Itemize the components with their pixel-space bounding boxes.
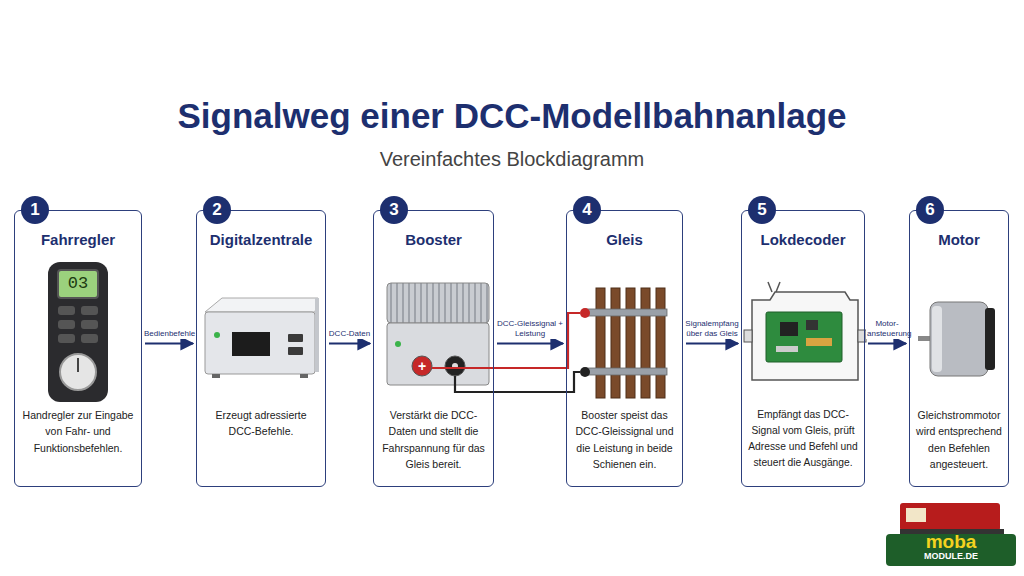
- terminal-sign: +: [414, 357, 430, 375]
- handset-illustration: [48, 262, 108, 402]
- box-description: Gleichstrommotor wird entsprechend den B…: [916, 407, 1002, 472]
- flow-arrow: [686, 343, 738, 345]
- callout-number: 5: [748, 196, 776, 224]
- display-reading: 03: [58, 271, 98, 297]
- callout-number: 3: [380, 196, 408, 224]
- motor-illustration: [918, 302, 995, 376]
- logo-domain: MODULE.DE: [890, 551, 1012, 562]
- box-description: Erzeugt adressierte DCC-Befehle.: [203, 407, 319, 440]
- decoder-illustration: [744, 282, 866, 380]
- callout-number: 6: [916, 196, 944, 224]
- process-box: 2DigitalzentraleErzeugt adressierte DCC-…: [196, 210, 326, 487]
- callout-number: 2: [203, 196, 231, 224]
- booster-illustration: [387, 283, 489, 385]
- flow-arrow: [868, 343, 906, 345]
- process-box: 6MotorGleichstrommotor wird entsprechend…: [909, 210, 1009, 487]
- logo-text: moba: [890, 532, 1012, 552]
- box-description: Empfängt das DCC-Signal vom Gleis, prüft…: [748, 407, 858, 471]
- command-station-illustration: [205, 298, 319, 378]
- box-heading: Digitalzentrale: [201, 231, 321, 248]
- process-box: 5LokdecoderEmpfängt das DCC-Signal vom G…: [741, 210, 865, 487]
- box-heading: Gleis: [571, 231, 678, 248]
- diagram-title: Signalweg einer DCC-Modellbahnanlage: [0, 96, 1024, 136]
- edge-label: Bedienbefehle: [143, 329, 195, 339]
- flow-arrow: [497, 343, 563, 345]
- edge-label: Motor- ansteuerung: [866, 319, 908, 339]
- box-description: Verstärkt die DCC-Daten und stellt die F…: [380, 407, 487, 472]
- box-description: Handregler zur Eingabe von Fahr- und Fun…: [21, 407, 135, 456]
- edge-label: DCC-Gleissignal + Leistung: [495, 319, 565, 339]
- box-heading: Booster: [378, 231, 489, 248]
- flow-arrow: [329, 343, 370, 345]
- callout-number: 1: [21, 196, 49, 224]
- logo-illustration: [886, 503, 1016, 566]
- process-box: 3BoosterVerstärkt die DCC-Daten und stel…: [373, 210, 494, 487]
- red-wire: [432, 313, 580, 368]
- box-heading: Lokdecoder: [746, 231, 860, 248]
- edge-label: DCC-Daten: [327, 329, 372, 339]
- black-wire: [455, 372, 580, 392]
- process-box: 4GleisBooster speist das DCC-Gleissignal…: [566, 210, 683, 487]
- flow-arrow: [145, 343, 193, 345]
- box-description: Booster speist das DCC-Gleissignal und d…: [573, 407, 676, 472]
- subtitle: Vereinfachtes Blockdiagramm: [0, 148, 1024, 171]
- edge-label: Signalempfang über das Gleis: [684, 319, 740, 339]
- process-box: 1FahrreglerHandregler zur Eingabe von Fa…: [14, 210, 142, 487]
- callout-number: 4: [573, 196, 601, 224]
- box-heading: Motor: [914, 231, 1004, 248]
- box-heading: Fahrregler: [19, 231, 137, 248]
- track-illustration: [580, 288, 667, 398]
